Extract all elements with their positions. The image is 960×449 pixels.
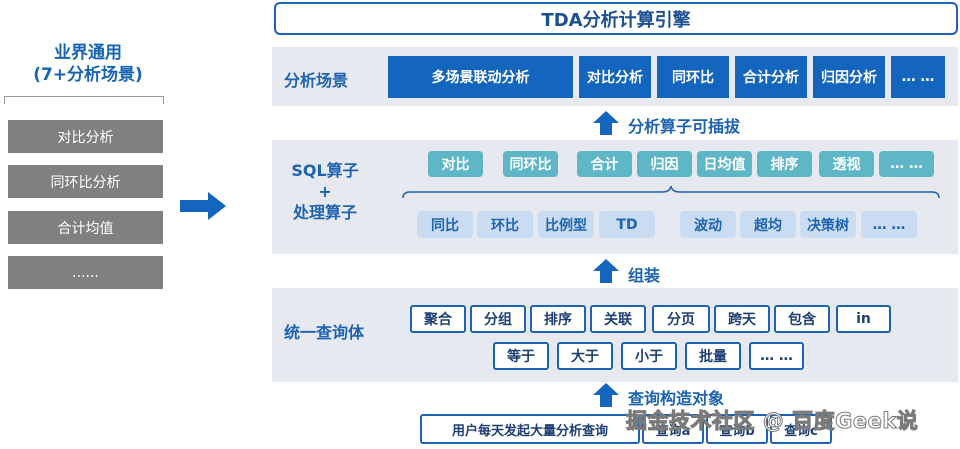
proc-op-more: … … (861, 211, 917, 238)
query-op-in: in (836, 305, 891, 333)
operator-label: SQL算子 + 处理算子 (282, 160, 368, 223)
unified-query-label: 统一查询体 (284, 323, 365, 342)
operator-label-line2: + (318, 182, 332, 201)
proc-op-fluctuation: 波动 (680, 211, 736, 238)
query-op-batch: 批量 (685, 342, 741, 370)
sql-op-yoy: 同环比 (503, 151, 558, 177)
sql-op-attribution: 归因 (637, 151, 692, 177)
scene-compare: 对比分析 (579, 56, 651, 98)
proc-op-td: TD (599, 211, 655, 238)
query-op-aggregate: 聚合 (410, 305, 466, 333)
operator-brace (402, 185, 940, 199)
operator-label-line1: SQL算子 (291, 161, 359, 180)
query-op-paging: 分页 (652, 305, 710, 333)
query-op-join: 关联 (590, 305, 646, 333)
operator-label-line3: 处理算子 (292, 203, 357, 222)
query-op-group: 分组 (470, 305, 526, 333)
unified-query-panel (272, 288, 958, 382)
left-item-more: ...... (8, 256, 163, 289)
query-op-contains: 包含 (774, 305, 830, 333)
scene-yoy: 同环比 (657, 56, 729, 98)
proc-op-mom: 环比 (477, 211, 533, 238)
scene-sum: 合计分析 (735, 56, 807, 98)
left-item-sum-avg: 合计均值 (8, 211, 163, 244)
left-title-line1: 业界通用 (54, 43, 122, 63)
right-arrow-icon (180, 192, 226, 220)
user-queries-box: 用户每天发起大量分析查询 (420, 414, 640, 444)
sql-op-compare: 对比 (428, 151, 483, 177)
sql-op-sum: 合计 (577, 151, 632, 177)
scene-attribution: 归因分析 (813, 56, 885, 98)
left-bracket (4, 96, 164, 104)
up-arrow-icon (593, 383, 619, 407)
sql-op-more: … … (879, 151, 934, 177)
scene-multi: 多场景联动分析 (388, 56, 573, 98)
query-op-more: … … (749, 342, 804, 370)
up-arrow-icon (593, 259, 619, 283)
scene-label: 分析场景 (284, 71, 349, 90)
scene-more: … … (891, 56, 945, 98)
left-item-yoy: 同环比分析 (8, 165, 163, 198)
sql-op-pivot: 透视 (819, 151, 874, 177)
proc-op-ratio: 比例型 (538, 211, 594, 238)
query-b-box: 查询b (706, 414, 768, 444)
query-build-label: 查询构造对象 (628, 389, 725, 408)
query-op-cross-day: 跨天 (714, 305, 770, 333)
sql-op-daily-avg: 日均值 (697, 151, 752, 177)
proc-op-yoy: 同比 (417, 211, 473, 238)
query-op-less: 小于 (621, 342, 677, 370)
query-op-greater: 大于 (557, 342, 613, 370)
query-c-box: 查询c (770, 414, 832, 444)
left-title-line2: (7+分析场景) (33, 65, 143, 85)
query-op-equal: 等于 (493, 342, 549, 370)
left-title: 业界通用 (7+分析场景) (0, 42, 176, 86)
query-op-sort: 排序 (530, 305, 586, 333)
left-item-compare: 对比分析 (8, 120, 163, 153)
watermark: 掘金技术社区 @ 百度Geek说 (625, 409, 919, 434)
pluggable-label: 分析算子可插拔 (628, 117, 741, 136)
query-a-box: 查询a (642, 414, 704, 444)
engine-title: TDA分析计算引擎 (274, 2, 958, 35)
proc-op-above-avg: 超均 (740, 211, 796, 238)
assemble-label: 组装 (628, 266, 661, 285)
proc-op-decision-tree: 决策树 (800, 211, 856, 238)
sql-op-sort: 排序 (757, 151, 812, 177)
up-arrow-icon (593, 111, 619, 135)
